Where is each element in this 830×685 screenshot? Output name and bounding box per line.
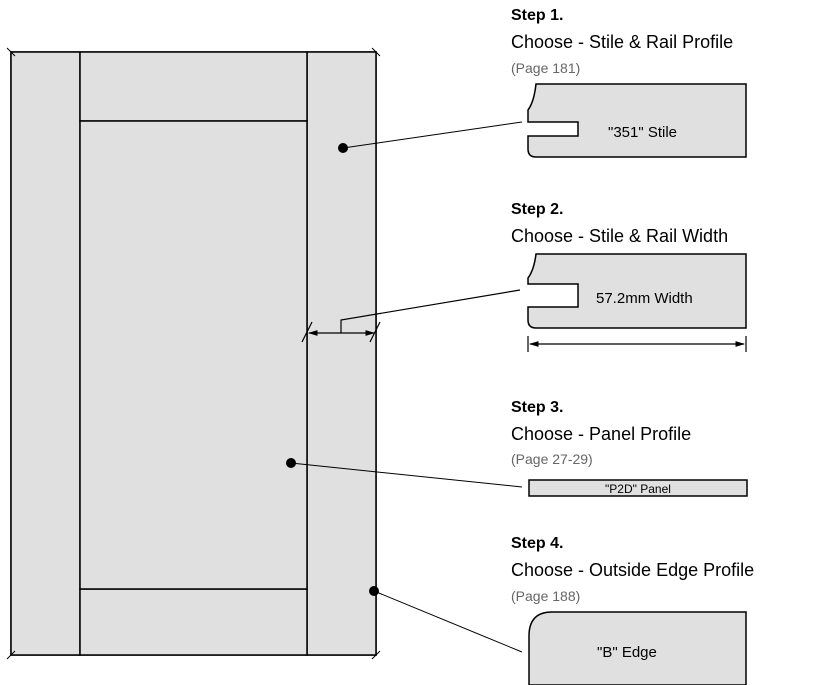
step-4-marker-dot (369, 586, 379, 596)
step-4-title: Step 4. (511, 535, 563, 552)
step-4-leader-line (373, 590, 523, 653)
door-left-stile (10, 51, 81, 656)
door-top-rail (79, 51, 308, 122)
step-2-title: Step 2. (511, 201, 563, 218)
step-3-leader-line (290, 462, 523, 488)
step-4-description: Choose - Outside Edge Profile (511, 560, 754, 580)
panel-profile-shape (528, 479, 748, 497)
door-center-panel (79, 120, 308, 590)
step-3-description: Choose - Panel Profile (511, 424, 691, 444)
step-1-page-ref: (Page 181) (511, 60, 580, 76)
stile-width-dimension (301, 289, 521, 343)
step-2: Step 2. Choose - Stile & Rail Width 57.2… (511, 201, 747, 352)
width-profile-label: 57.2mm Width (596, 290, 693, 307)
step-1: Step 1. Choose - Stile & Rail Profile (P… (338, 7, 747, 158)
door-corner-ticks (6, 47, 381, 660)
step-4-page-ref: (Page 188) (511, 588, 580, 604)
step-1-marker-dot (338, 143, 348, 153)
step-3-marker-dot (286, 458, 296, 468)
width-profile-shape (527, 253, 747, 329)
step-3-page-ref: (Page 27-29) (511, 451, 593, 467)
step-3-title: Step 3. (511, 399, 563, 416)
step-2-description: Choose - Stile & Rail Width (511, 226, 728, 246)
edge-profile-shape (528, 611, 747, 685)
step-1-title: Step 1. (511, 7, 563, 24)
stile-profile-shape (527, 83, 747, 158)
step-3: Step 3. Choose - Panel Profile (Page 27-… (286, 399, 748, 497)
step-1-leader-line (342, 121, 523, 149)
step-1-description: Choose - Stile & Rail Profile (511, 32, 733, 52)
door-bottom-rail (79, 588, 308, 656)
width-dimension-line (527, 336, 747, 352)
panel-profile-label: "P2D" Panel (605, 482, 671, 496)
stile-profile-label: "351" Stile (608, 124, 677, 141)
cabinet-door (10, 51, 377, 656)
door-right-stile (306, 51, 377, 656)
step-4: Step 4. Choose - Outside Edge Profile (P… (369, 535, 754, 685)
edge-profile-label: "B" Edge (597, 644, 657, 661)
